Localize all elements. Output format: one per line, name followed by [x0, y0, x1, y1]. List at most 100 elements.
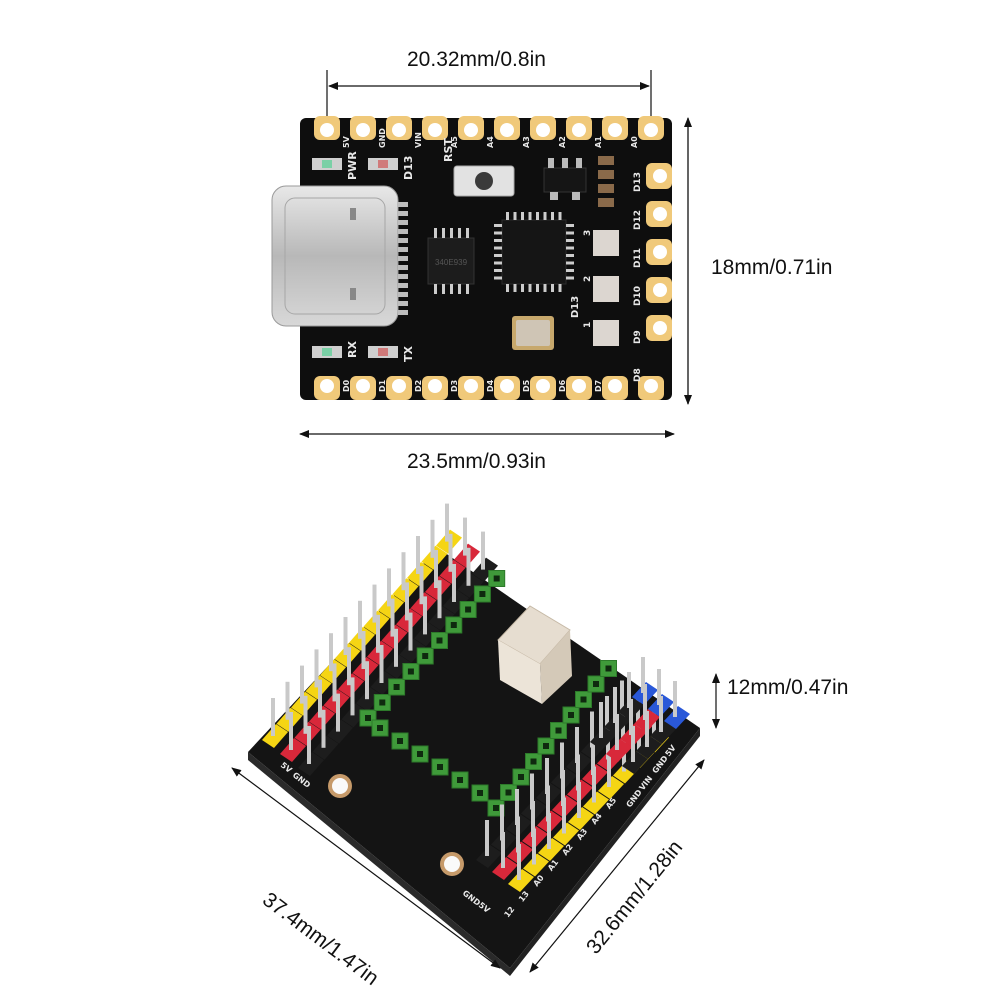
regulator-pins: [548, 158, 582, 200]
header-pin: [285, 681, 290, 720]
header-pin: [466, 547, 471, 586]
bottom-pin-label: D3: [450, 380, 459, 392]
header-pin: [437, 580, 442, 619]
shield-height-label: 12mm/0.47in: [727, 676, 849, 699]
header-pin: [575, 727, 579, 763]
header-pin: [599, 702, 603, 738]
right-pin-label: D11: [633, 248, 643, 268]
bottom-pin-label: D0: [342, 379, 351, 392]
right-pin-row: [646, 163, 672, 341]
top-pin-label: A0: [630, 136, 639, 148]
header-pin: [394, 628, 398, 667]
bottom-pin-label: D7: [594, 380, 603, 392]
header-pin: [577, 782, 581, 818]
header-pin: [532, 828, 536, 865]
top-pin-label: 5V: [342, 135, 351, 148]
right-pin-label: D12: [633, 210, 643, 230]
bottom-pin-label: D5: [522, 379, 531, 392]
header-pin: [390, 598, 395, 637]
top-pin-label: A1: [594, 136, 603, 148]
header-pin: [613, 687, 617, 723]
chip-marking: 340E939: [435, 258, 468, 267]
header-pin: [307, 726, 311, 764]
header-pin: [361, 631, 366, 669]
height-label: 18mm/0.71in: [711, 256, 833, 279]
header-pin: [463, 517, 467, 556]
header-pin: [615, 714, 619, 750]
header-pin: [303, 695, 308, 734]
top-pin-label: A5: [450, 136, 459, 148]
header-block: [636, 736, 662, 759]
top-pin-row: [314, 116, 664, 140]
usb-c-connector: [271, 185, 399, 327]
header-pin: [347, 647, 351, 686]
header-pin: [401, 552, 406, 591]
header-pin: [423, 596, 427, 635]
header-pin: [605, 696, 609, 732]
header-pin: [434, 550, 438, 588]
header-pin: [358, 600, 362, 639]
header-pin: [300, 665, 304, 704]
header-pin: [343, 617, 348, 655]
header-pin: [379, 645, 384, 683]
header-pin: [562, 797, 566, 834]
top-pin-label: A3: [522, 136, 531, 148]
header-pin: [405, 582, 409, 621]
dimension-length: [231, 767, 501, 969]
header-pin: [448, 533, 453, 572]
header-block: [664, 706, 690, 729]
header-pin: [372, 584, 377, 623]
header-pin: [387, 568, 391, 607]
header-pin: [318, 679, 322, 718]
bottom-pin-label: D2: [414, 380, 423, 392]
reset-button: [453, 165, 515, 197]
header-block: [508, 869, 534, 892]
bottom-pin-row: [314, 376, 664, 400]
header-pin: [445, 503, 449, 542]
led-pwr: [312, 158, 342, 170]
header-pin: [643, 684, 647, 720]
bottom-pin-label: D4: [486, 379, 495, 392]
capacitors: [598, 156, 614, 207]
led-pads: [593, 230, 619, 346]
led-tx: [368, 346, 398, 358]
header-pin: [673, 681, 677, 717]
header-pin: [376, 614, 380, 653]
header-pin: [620, 680, 624, 717]
header-block: [650, 721, 676, 744]
header-pin: [547, 813, 551, 849]
right-pin-label: D8: [633, 368, 643, 382]
header-pin: [645, 711, 649, 747]
right-pin-label: D10: [633, 286, 643, 306]
header-pin: [408, 612, 413, 651]
header-pin: [419, 566, 424, 605]
top-pin-label: A2: [558, 136, 567, 148]
header-pin: [501, 832, 505, 868]
reset-label: RST: [442, 138, 455, 162]
header-pin: [430, 519, 435, 558]
right-pin-label: D13: [633, 172, 643, 192]
header-pin: [627, 672, 631, 708]
header-pin: [500, 804, 504, 841]
top-pin-label: VIN: [414, 132, 423, 148]
header-pin: [350, 677, 355, 716]
usb-pins: [398, 202, 408, 315]
pin-span-label: 20.32mm/0.8in: [407, 48, 546, 71]
top-pin-label: A4: [486, 136, 495, 148]
width-label: 23.5mm/0.93in: [407, 450, 546, 473]
crystal: [512, 316, 554, 350]
led-d13: [368, 158, 398, 170]
usb-ic: 340E939: [427, 228, 475, 294]
header-pin: [659, 696, 663, 732]
header-pin: [657, 669, 661, 705]
header-pin: [416, 536, 420, 574]
header-pin: [517, 844, 521, 880]
jst-connector: [497, 605, 572, 704]
header-pin: [515, 789, 519, 825]
led-label-rx: RX: [346, 341, 359, 358]
led-pad-number: 2: [583, 276, 593, 282]
header-pin: [485, 820, 489, 856]
led-rx: [312, 346, 342, 358]
